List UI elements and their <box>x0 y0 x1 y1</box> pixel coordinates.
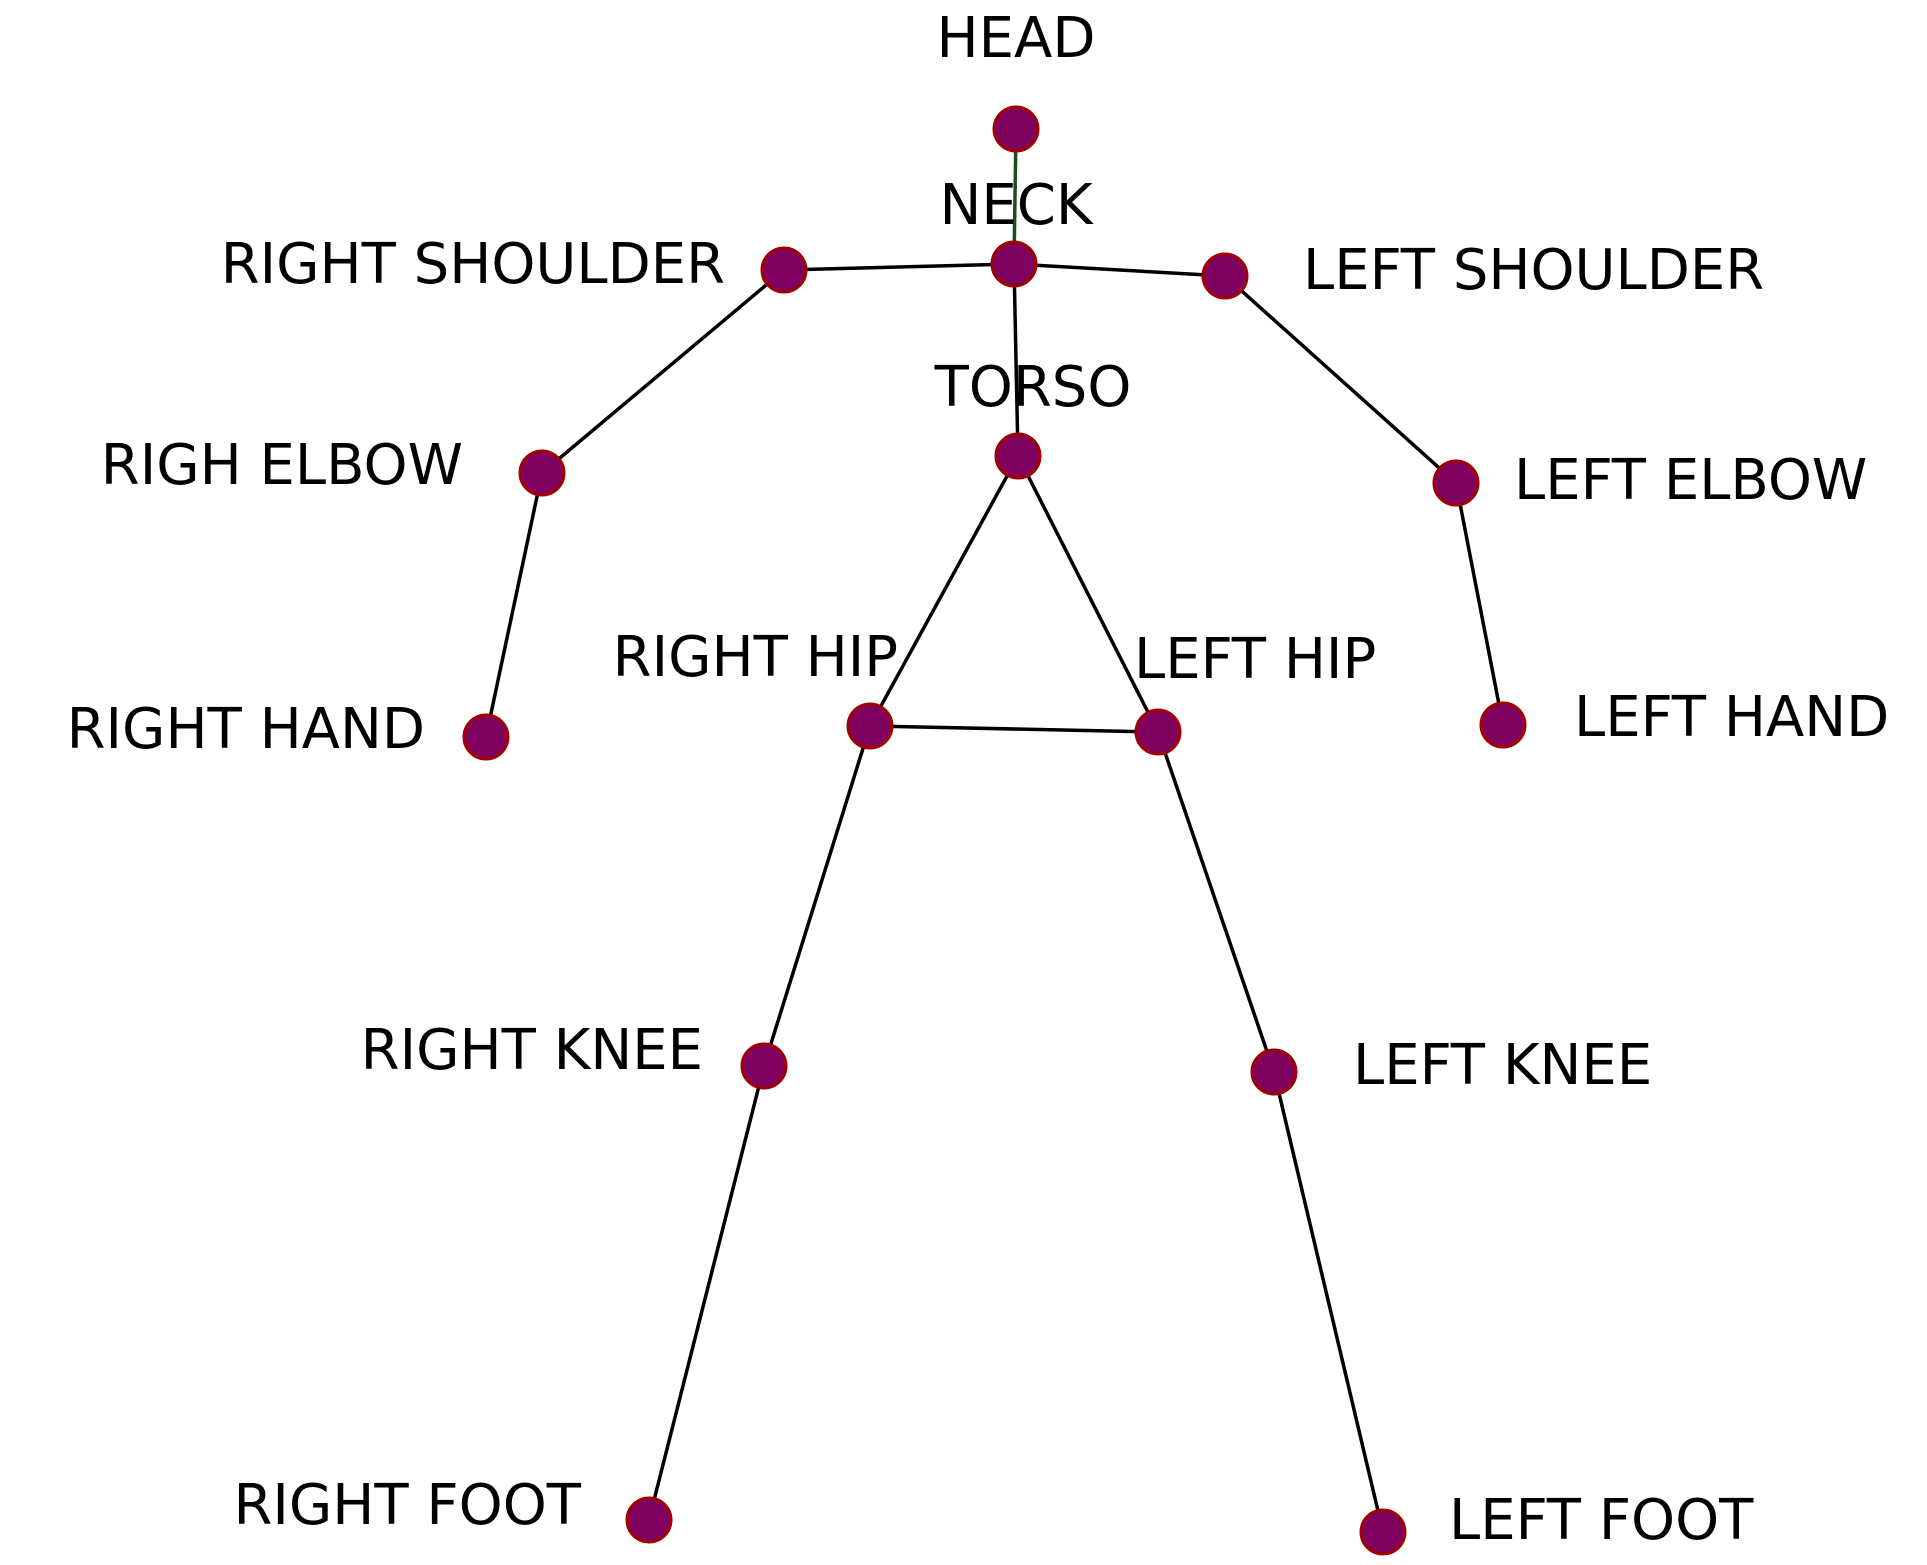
label-right-knee: RIGHT KNEE <box>361 1018 703 1083</box>
bone-left-shoulder-to-left-elbow <box>1223 274 1458 485</box>
joint-left-knee <box>1250 1048 1298 1096</box>
bone-left-hip-to-left-knee <box>1156 730 1276 1074</box>
label-right-hip: RIGHT HIP <box>613 625 898 690</box>
label-neck: NECK <box>939 173 1093 238</box>
label-left-hand: LEFT HAND <box>1574 685 1889 750</box>
label-left-shoulder: LEFT SHOULDER <box>1303 238 1764 303</box>
joint-left-elbow <box>1432 459 1480 507</box>
label-left-elbow: LEFT ELBOW <box>1514 448 1867 513</box>
bone-neck-to-torso <box>1012 262 1020 458</box>
bone-torso-to-left-hip <box>1016 454 1160 734</box>
bone-right-knee-to-right-foot <box>647 1064 766 1522</box>
label-right-shoulder: RIGHT SHOULDER <box>221 232 725 297</box>
bone-right-shoulder-to-right-elbow <box>540 268 786 475</box>
bone-neck-to-right-shoulder <box>782 262 1016 272</box>
label-right-foot: RIGHT FOOT <box>233 1473 581 1538</box>
label-right-elbow: RIGH ELBOW <box>101 433 463 498</box>
label-right-hand: RIGHT HAND <box>67 697 425 762</box>
bone-right-hip-to-right-knee <box>762 724 872 1068</box>
label-left-knee: LEFT KNEE <box>1353 1033 1652 1098</box>
joint-left-hand <box>1479 701 1527 749</box>
joint-torso <box>994 432 1042 480</box>
bone-torso-to-right-hip <box>868 454 1020 728</box>
joint-right-knee <box>740 1042 788 1090</box>
bone-left-knee-to-left-foot <box>1272 1070 1385 1534</box>
label-head: HEAD <box>937 6 1096 71</box>
label-left-hip: LEFT HIP <box>1134 627 1376 692</box>
joint-neck <box>990 240 1038 288</box>
joint-left-foot <box>1359 1508 1407 1556</box>
bone-neck-to-left-shoulder <box>1012 262 1227 278</box>
label-torso: TORSO <box>934 355 1132 420</box>
labels-layer: HEAD NECK RIGHT SHOULDER LEFT SHOULDER RIGH … <box>67 6 1890 1553</box>
joint-head <box>992 105 1040 153</box>
bone-right-elbow-to-right-hand <box>484 471 544 739</box>
joint-left-shoulder <box>1201 252 1249 300</box>
joint-left-hip <box>1134 708 1182 756</box>
bone-right-hip-to-left-hip <box>868 724 1160 734</box>
joint-right-elbow <box>518 449 566 497</box>
bone-left-elbow-to-left-hand <box>1454 481 1505 727</box>
joints-layer <box>462 105 1527 1556</box>
joint-right-foot <box>625 1496 673 1544</box>
joint-right-hip <box>846 702 894 750</box>
label-left-foot: LEFT FOOT <box>1449 1488 1754 1553</box>
joint-right-hand <box>462 713 510 761</box>
bones-layer <box>484 127 1505 1534</box>
joint-right-shoulder <box>760 246 808 294</box>
